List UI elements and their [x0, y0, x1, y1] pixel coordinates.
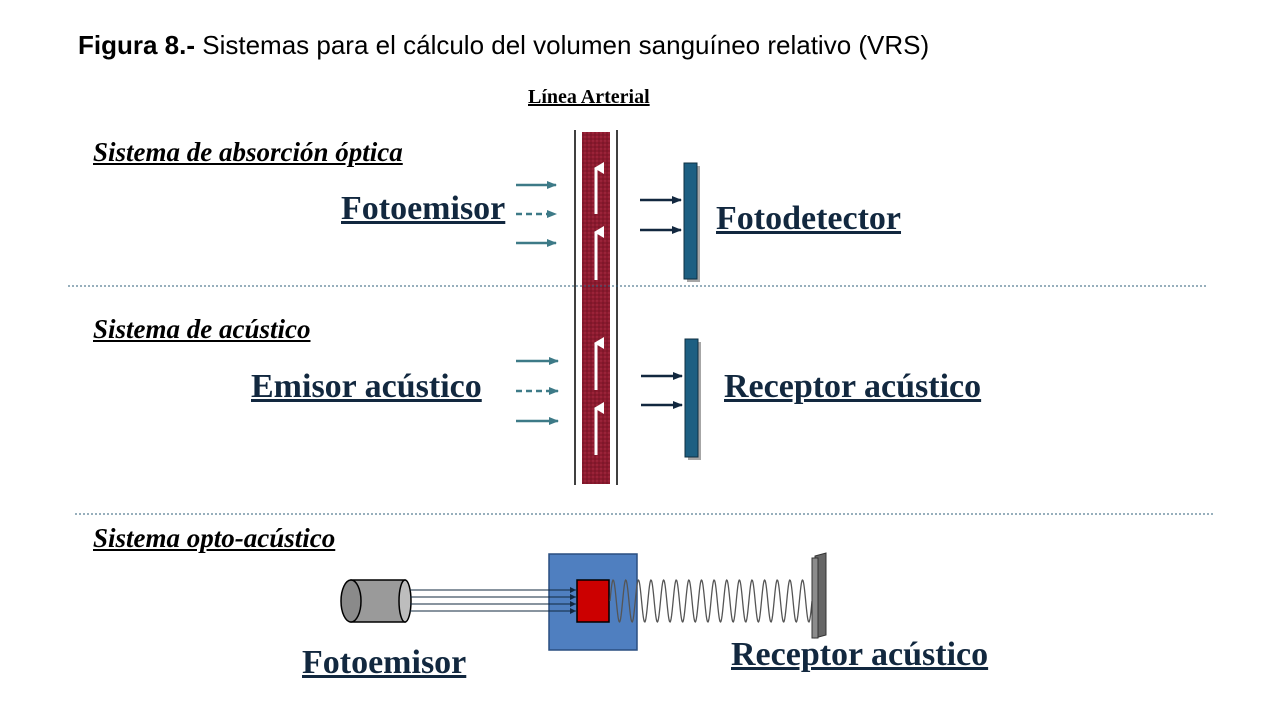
acoustic-receiver-arrows: [641, 372, 683, 409]
light-beams: [410, 587, 576, 614]
optical-detector-label: Fotodetector: [716, 200, 902, 237]
optical-emitter-arrows: [516, 181, 557, 247]
opto-receiver-label: Receptor acústico: [731, 636, 989, 673]
acoustic-wave-icon: [609, 579, 813, 623]
light-emitter-cylinder-icon: [340, 579, 412, 623]
opto-emitter-label: Fotoemisor: [302, 644, 467, 681]
figure-label: Figura 8.-: [78, 30, 196, 60]
acoustic-emitter-arrows: [516, 357, 559, 425]
artery-label: Línea Arterial: [528, 86, 650, 108]
optical-detector-arrows: [640, 196, 682, 234]
photodetector-panel: [683, 162, 698, 280]
opto-acoustic-section-title: Sistema opto-acústico: [93, 523, 336, 553]
acoustic-section-title: Sistema de acústico: [93, 314, 311, 344]
acoustic-receiver-panel: [684, 338, 699, 458]
acoustic-emitter-label: Emisor acústico: [251, 368, 482, 405]
optical-section-title: Sistema de absorción óptica: [93, 137, 403, 167]
figure-caption: Sistemas para el cálculo del volumen san…: [195, 30, 930, 60]
figure-title: Figura 8.- Sistemas para el cálculo del …: [78, 30, 929, 61]
opto-receiver-plate-front: [811, 557, 819, 639]
acoustic-receiver-label: Receptor acústico: [724, 368, 982, 405]
sample-tissue: [576, 579, 610, 623]
optical-emitter-label: Fotoemisor: [341, 190, 506, 227]
